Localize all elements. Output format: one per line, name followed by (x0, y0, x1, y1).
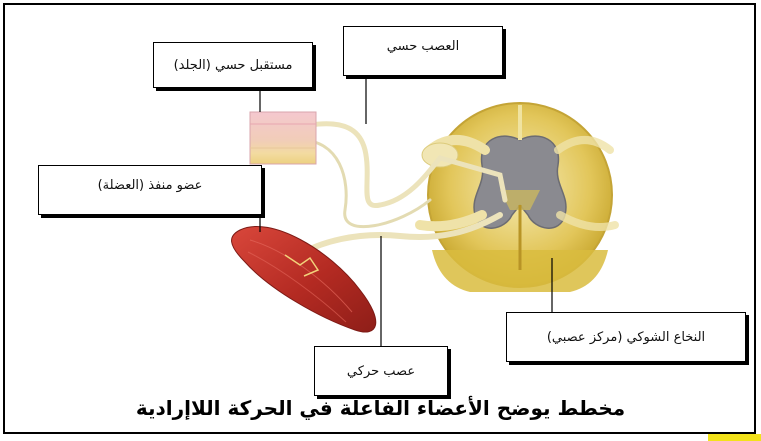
skin-receptor (250, 112, 316, 164)
muscle-effector (232, 226, 376, 332)
diagram-caption: مخطط يوضح الأعضاء الفاعلة في الحركة اللا… (0, 396, 761, 420)
label-spinal-cord: النخاع الشوكي (مركز عصبي) (506, 312, 746, 362)
highlight-strip (708, 434, 761, 441)
label-sensory-nerve: العصب حسي (343, 26, 503, 76)
label-effector: عضو منفذ (العضلة) (38, 165, 262, 215)
label-receptor: مستقبل حسي (الجلد) (153, 42, 313, 88)
label-motor-nerve: عصب حركي (314, 346, 448, 396)
spinal-cord (428, 103, 612, 292)
